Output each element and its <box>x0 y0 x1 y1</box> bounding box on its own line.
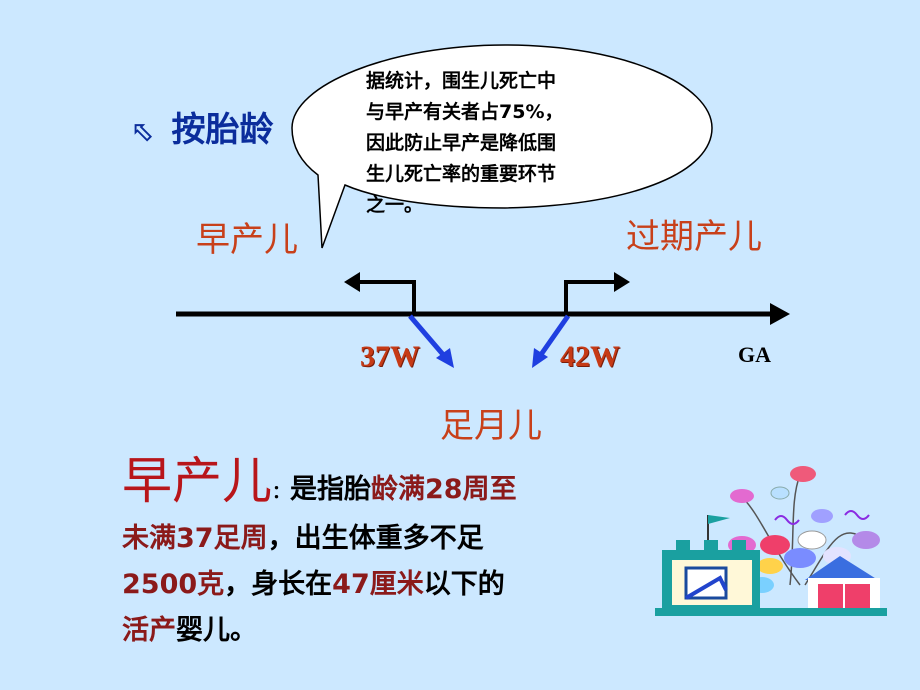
term-label: 足月儿 <box>440 406 542 446</box>
postterm-arrowhead <box>614 272 630 292</box>
definition-highlight: 2500克 <box>122 569 225 600</box>
callout-text: 据统计，围生儿死亡中 与早产有关者占75%， 因此防止早产是降低围 生儿死亡率的… <box>366 66 622 221</box>
callout-line: 据统计，围生儿死亡中 <box>366 70 557 92</box>
ga-axis-label: GA <box>738 342 771 367</box>
preterm-arrowhead <box>344 272 360 292</box>
callout-line: 生儿死亡率的重要环节 <box>366 163 557 185</box>
house-with-balloons-icon <box>655 466 887 616</box>
definition-text: ，身长在 <box>224 569 333 600</box>
term-arrow-left <box>408 314 448 360</box>
definition-highlight: 未满37足周 <box>122 523 268 554</box>
callout-line: 与早产有关者占75%， <box>366 101 564 123</box>
week-37-label: 37W <box>360 340 420 373</box>
callout-bubble <box>291 44 713 249</box>
definition-text: 婴儿。 <box>176 615 257 646</box>
definition-term: 早产儿 <box>122 452 272 510</box>
postterm-label: 过期产儿 <box>626 217 762 257</box>
definition-highlight: 活产 <box>122 615 176 646</box>
week-42-label: 42W <box>560 340 620 373</box>
term-arrow-left-head <box>436 348 454 368</box>
callout-line: 之一。 <box>366 194 424 216</box>
ga-axis-arrowhead <box>770 303 790 325</box>
definition-highlight: 47厘米 <box>332 569 424 600</box>
preterm-arrow <box>356 280 416 314</box>
definition-text: 以下的 <box>423 569 505 600</box>
postterm-arrow <box>564 280 616 314</box>
definition-colon: ： <box>272 482 290 503</box>
slide-title: ⬁ 按胎龄 <box>132 102 273 151</box>
preterm-label: 早产儿 <box>196 220 298 260</box>
slide-title-text: 按胎龄 <box>171 110 274 150</box>
definition-text: ，出生体重多不足 <box>267 523 484 554</box>
term-arrow-right <box>537 314 571 358</box>
definition-highlight: 龄满28周至 <box>371 474 517 505</box>
callout-line: 因此防止早产是降低围 <box>366 132 557 154</box>
term-arrow-right-head <box>532 348 548 368</box>
definition-text: 是指胎 <box>290 474 371 505</box>
hollow-arrow-bullet-icon: ⬁ <box>132 115 156 148</box>
